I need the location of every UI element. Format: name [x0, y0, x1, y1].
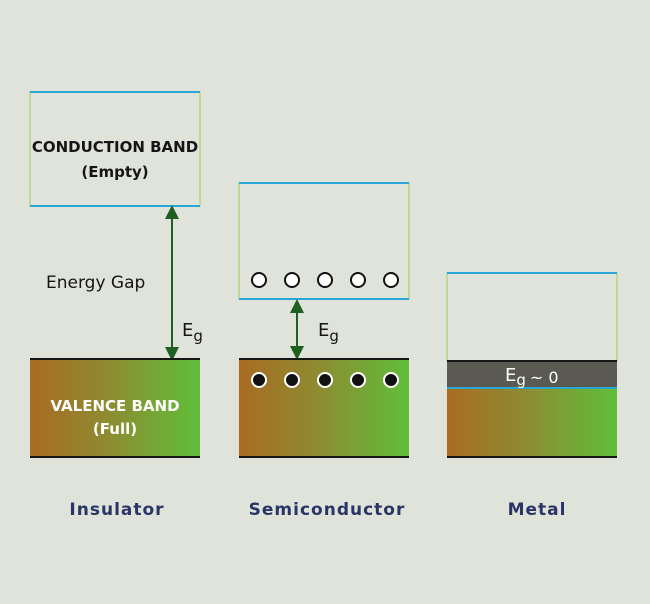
hole-circle: [284, 372, 300, 388]
metal-conduction-band: [446, 272, 618, 362]
energy-gap-label: Energy Gap: [46, 273, 145, 293]
insulator-valence-sub: (Full): [93, 420, 137, 438]
metal-eg-label: Eg~ 0: [505, 365, 559, 389]
metal-overlap-region: Eg~ 0: [447, 360, 617, 389]
insulator-valence-band: VALENCE BAND (Full): [30, 358, 200, 458]
insulator-conduction-label: CONDUCTION BAND: [32, 138, 198, 156]
semiconductor-holes: [251, 372, 399, 388]
semiconductor-valence-band: [239, 358, 409, 458]
metal-group: Eg~ 0 Metal: [446, 272, 618, 520]
hole-circle: [317, 372, 333, 388]
semiconductor-electrons: [251, 272, 399, 288]
electron-circle: [284, 272, 300, 288]
insulator-conduction-band: CONDUCTION BAND (Empty): [29, 91, 201, 207]
hole-circle: [251, 372, 267, 388]
semiconductor-group: Eg Semiconductor: [238, 182, 410, 520]
metal-caption: Metal: [508, 500, 567, 520]
hole-circle: [350, 372, 366, 388]
insulator-group: CONDUCTION BAND (Empty) Energy Gap Eg VA…: [29, 91, 203, 520]
electron-circle: [251, 272, 267, 288]
electron-circle: [317, 272, 333, 288]
semiconductor-caption: Semiconductor: [249, 500, 406, 520]
metal-valence-band: [447, 388, 617, 458]
semiconductor-eg-label: Eg: [318, 320, 339, 345]
insulator-caption: Insulator: [69, 500, 164, 520]
hole-circle: [383, 372, 399, 388]
electron-circle: [350, 272, 366, 288]
insulator-conduction-sub: (Empty): [81, 163, 148, 181]
electron-circle: [383, 272, 399, 288]
insulator-eg-label: Eg: [182, 320, 203, 345]
semiconductor-conduction-band: [238, 182, 410, 300]
insulator-valence-label: VALENCE BAND: [50, 397, 179, 415]
